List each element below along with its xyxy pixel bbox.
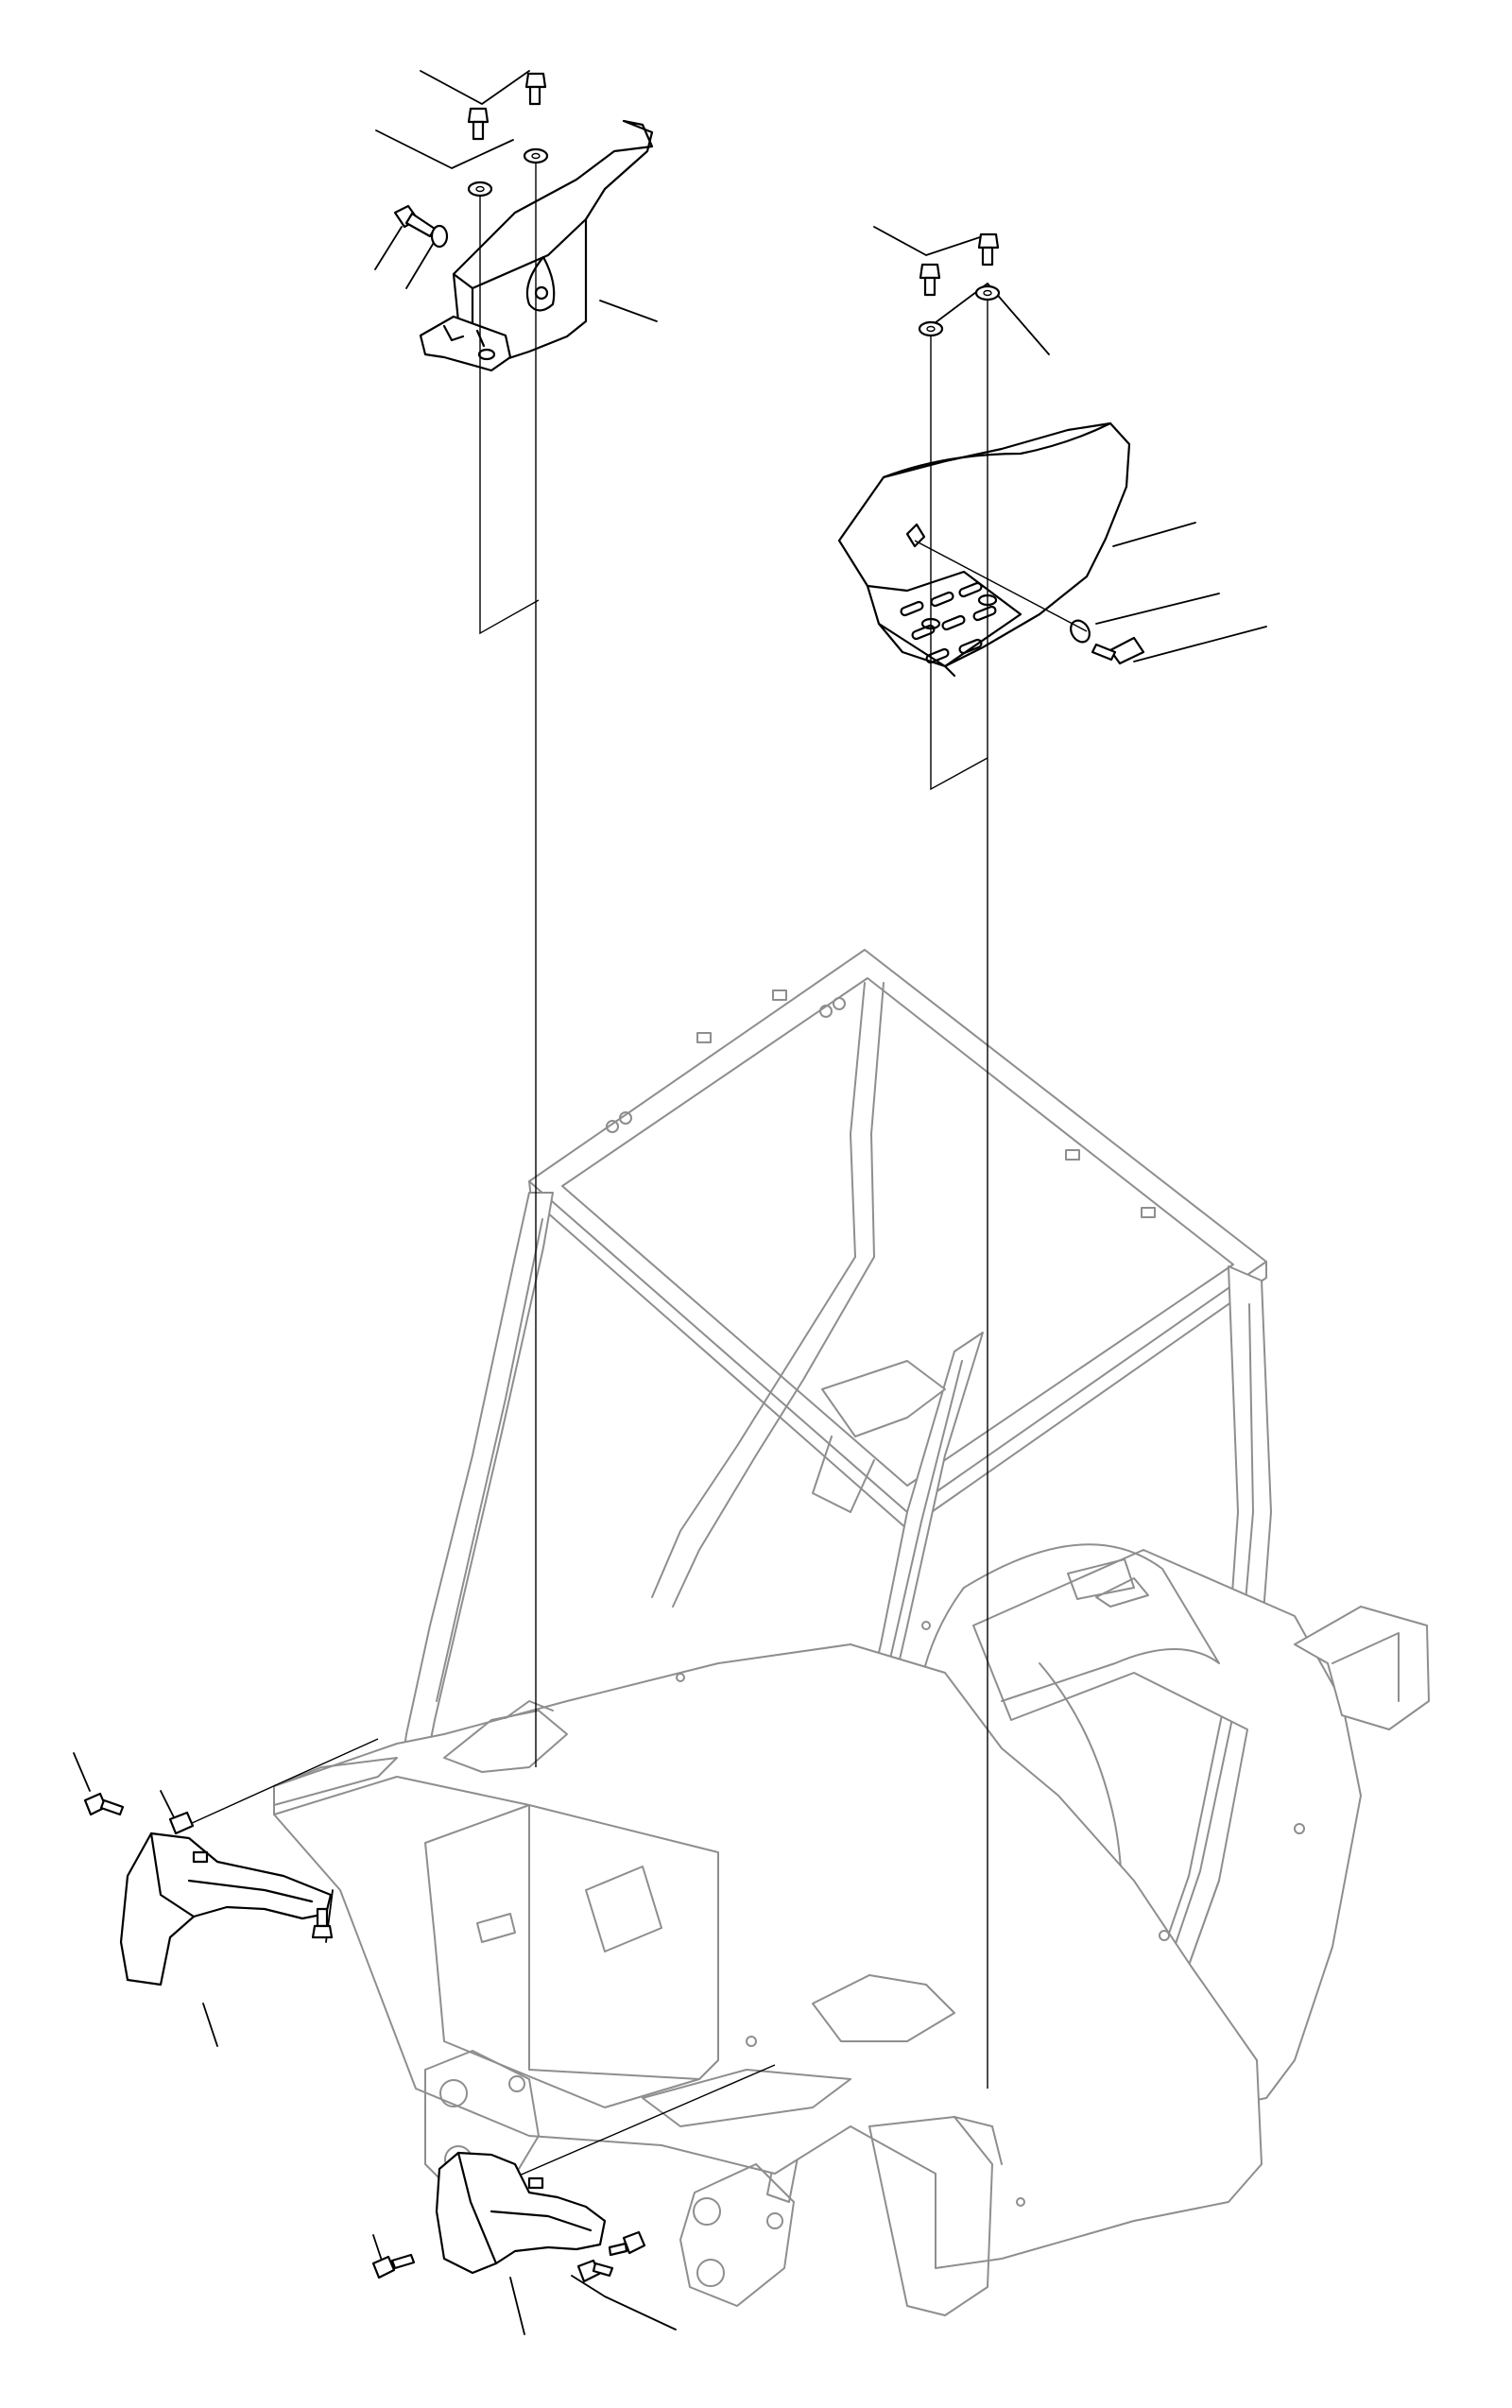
hex-bolt: [371, 2253, 416, 2279]
chassis-floor: [273, 1643, 1263, 2269]
washer: [430, 224, 449, 249]
hex-bolt: [168, 1811, 195, 1835]
hex-bolt-side: [393, 204, 437, 238]
hex-bolt: [83, 1792, 125, 1816]
right-loader-mount: [679, 2163, 795, 2307]
left-floor-plate: [273, 1757, 398, 1806]
lower-left-fender-assembly: [73, 1738, 379, 2047]
washer: [1070, 619, 1091, 644]
left-loader-mount: [424, 2050, 540, 2193]
hex-bolt: [467, 107, 490, 141]
hex-bolt: [977, 232, 1000, 267]
washer: [974, 284, 1001, 301]
washer: [467, 181, 493, 198]
lower-left-fender: [119, 1832, 333, 1987]
hex-bolt: [919, 263, 941, 297]
roof-bosses: [606, 989, 1156, 1218]
cab-frame: [273, 949, 1430, 2316]
cover-bracket: [419, 315, 512, 372]
hex-bolt-side: [1091, 636, 1145, 665]
hex-bolt: [524, 72, 547, 106]
hex-bolt: [576, 2259, 614, 2283]
rear-hitch: [1294, 1606, 1430, 1730]
left-pedal-area: [443, 1710, 568, 1773]
roof-frame-inner: [561, 977, 1234, 1487]
hex-bolt: [311, 1907, 334, 1939]
roof-frame: [528, 949, 1267, 1513]
seat-console: [821, 1360, 946, 1437]
right-floor-plate: [642, 2069, 851, 2127]
upper-right-step-assembly: [837, 226, 1267, 2089]
right-pedal-area: [812, 1974, 955, 2042]
hex-bolt: [608, 2230, 646, 2257]
washer: [918, 320, 944, 337]
frame-fixing-holes: [676, 1621, 1305, 2207]
inner-brace: [651, 1256, 875, 1608]
rear-left-pillar: [850, 982, 885, 1258]
upper-left-cover-assembly: [374, 70, 658, 1767]
lower-right-fender-assembly: [371, 2064, 776, 2335]
washer: [523, 147, 549, 164]
